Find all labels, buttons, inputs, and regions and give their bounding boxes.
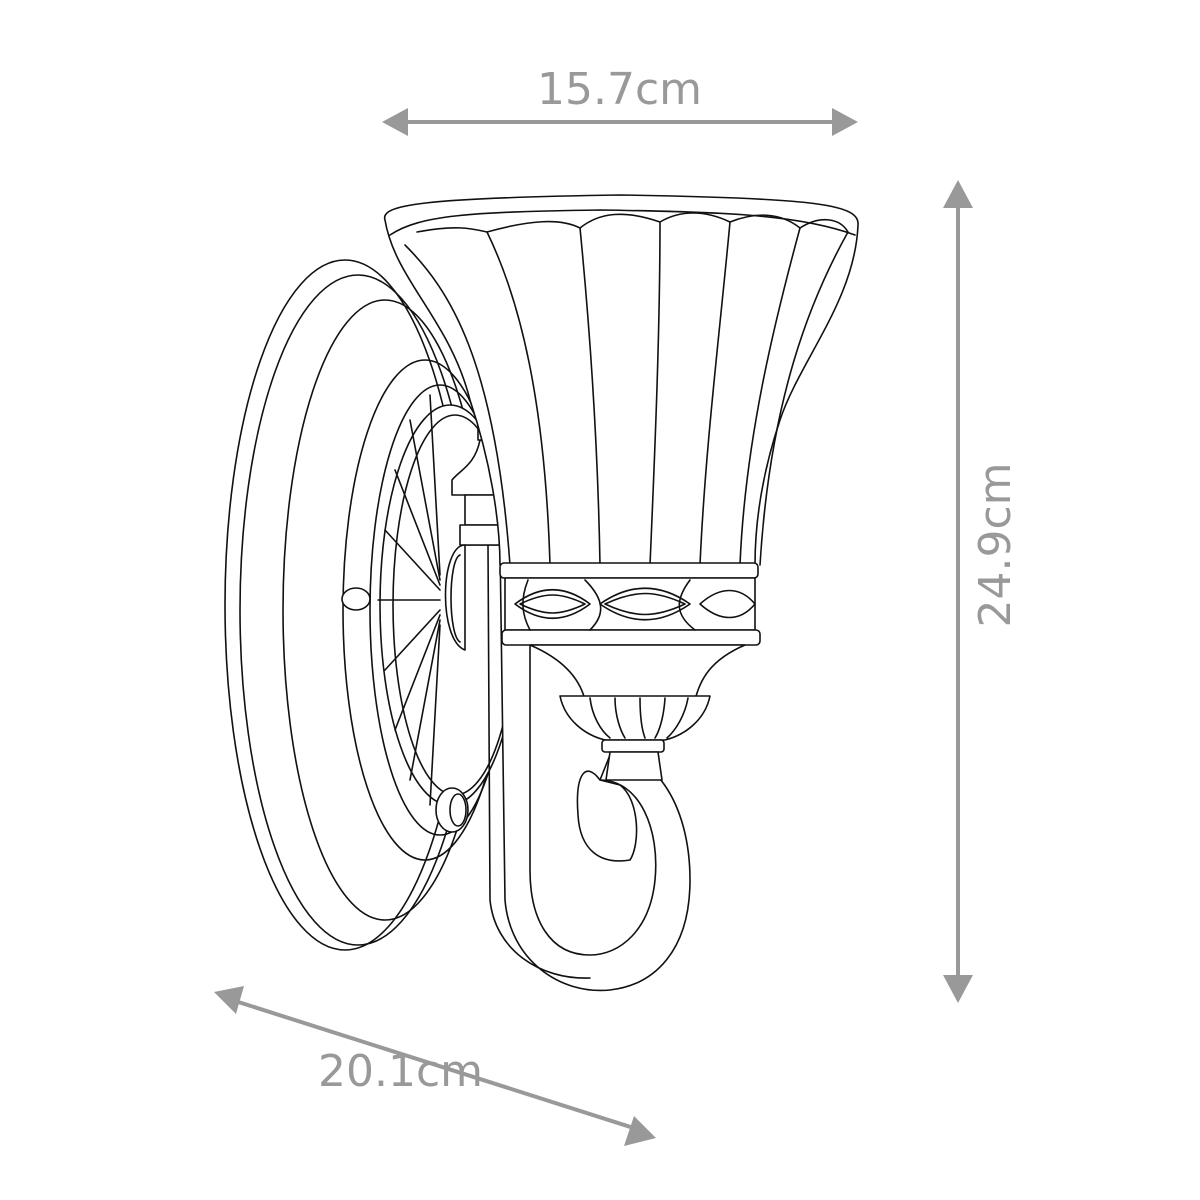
- lattice-collar: [499, 562, 761, 646]
- depth-dimension-arrow: [214, 986, 656, 1146]
- width-dimension-label: 15.7cm: [537, 64, 703, 115]
- backplate-screw-top: [341, 587, 371, 611]
- depth-dimension-label: 20.1cm: [318, 1046, 484, 1097]
- width-dimension-arrow: [382, 108, 858, 136]
- fluted-glass-shade: [383, 194, 859, 566]
- height-dimension-arrow: [943, 180, 973, 1003]
- fluted-cup: [529, 644, 746, 781]
- backplate-screw-bottom: [435, 787, 469, 833]
- height-dimension-label: 24.9cm: [970, 462, 1021, 628]
